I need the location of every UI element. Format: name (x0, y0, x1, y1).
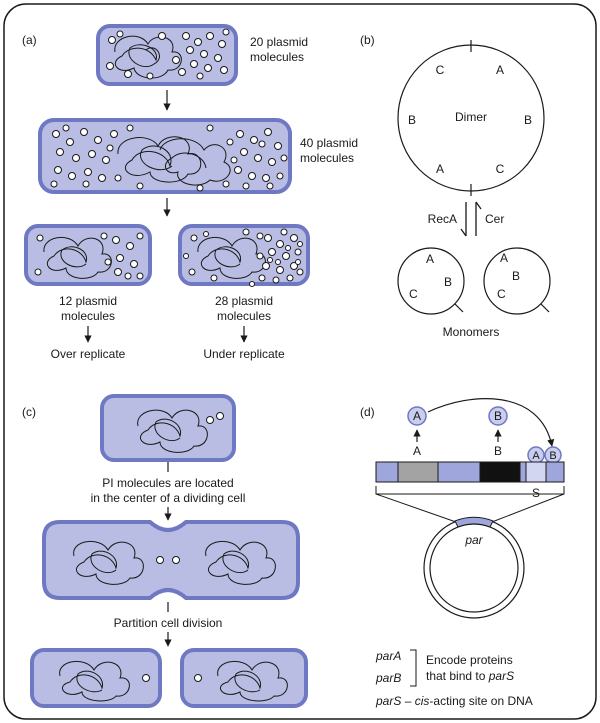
plasmids-left (34, 232, 144, 280)
gene-a-label: A (413, 444, 421, 458)
pars-legend: parS – cis-acting site on DNA (375, 694, 533, 708)
panel-c-label: (c) (22, 405, 36, 419)
dimer-site-c-top: C (436, 63, 445, 77)
par-segment (454, 516, 494, 528)
cell-c-top (100, 394, 236, 462)
c-note-line1: PI molecules are located (102, 476, 233, 490)
dividing-cell (42, 520, 300, 600)
par-a-legend: parA (375, 649, 401, 663)
monomer-right (483, 247, 551, 315)
legend-brace (410, 649, 417, 687)
monomer-right-tick (540, 303, 550, 313)
chromosome-middle (117, 136, 231, 186)
cell-top (96, 24, 238, 86)
monomer-right-c: C (497, 287, 506, 301)
chromosome-c-top (137, 409, 208, 453)
right-count-line1: 28 plasmid (215, 294, 273, 308)
par-region-bar (375, 461, 565, 483)
figure-frame (3, 3, 597, 720)
binding-arrow (427, 398, 555, 447)
chromosome-div-left (73, 541, 144, 585)
chromosome-div-right (205, 541, 276, 585)
equilibrium-arrows (460, 201, 482, 237)
c-partition: Partition cell division (114, 616, 223, 630)
dimer-label: Dimer (455, 110, 487, 124)
daughter-c-left (30, 648, 162, 708)
monomer-left-a: A (426, 252, 434, 266)
top-count-line1: 20 plasmid (250, 35, 308, 49)
monomer-left-c: C (409, 287, 418, 301)
site-s-label: S (532, 486, 540, 500)
plasmids-top (106, 28, 230, 80)
par-bracket (375, 486, 565, 495)
panel-b-label: (b) (360, 33, 375, 47)
cell-middle (38, 118, 292, 194)
protein-b-label: B (494, 409, 502, 423)
monomer-right-b: B (512, 269, 520, 283)
monomer-left (397, 247, 465, 315)
monomer-right-a: A (500, 251, 508, 265)
cer-label: Cer (485, 212, 504, 226)
dimer-site-a-top: A (496, 63, 504, 77)
panel-d-label: (d) (360, 405, 375, 419)
monomer-left-b: B (444, 275, 452, 289)
top-count-line2: molecules (250, 50, 304, 64)
monomer-left-tick (454, 303, 464, 313)
left-count-line2: molecules (61, 309, 115, 323)
dimer-site-c-bottom: C (496, 162, 505, 176)
left-count-line1: 12 plasmid (59, 294, 117, 308)
c-note-line2: in the center of a dividing cell (91, 491, 246, 505)
chromosome-left (43, 237, 112, 279)
panel-a-label: (a) (22, 33, 37, 47)
right-result: Under replicate (203, 347, 285, 361)
right-count-line2: molecules (217, 309, 271, 323)
dimer-site-b-right: B (524, 113, 532, 127)
reca-label: RecA (428, 212, 457, 226)
plasmids-right (183, 228, 304, 287)
protein-b-circle (488, 406, 508, 426)
encode-line2: that bind to parS (426, 669, 514, 683)
monomers-label: Monomers (443, 325, 500, 339)
zoom-line-left (375, 493, 457, 523)
dimer-site-b-left: B (408, 113, 416, 127)
dimer-site-a-bottom: A (436, 162, 444, 176)
zoom-line-right (491, 493, 565, 523)
left-result: Over replicate (51, 347, 126, 361)
mid-count-line1: 40 plasmid (300, 136, 358, 150)
par-label: par (464, 533, 483, 547)
encode-line1: Encode proteins (426, 653, 513, 667)
protein-a-label: A (413, 409, 421, 423)
bound-protein-b-label: B (549, 450, 556, 462)
par-b-legend: parB (375, 671, 401, 685)
cell-right-daughter (178, 224, 310, 287)
mid-count-line2: molecules (300, 151, 354, 165)
cell-left-daughter (24, 224, 152, 286)
daughter-c-right (180, 648, 308, 708)
bound-protein-a-label: A (532, 450, 540, 462)
gene-b-label: B (494, 444, 502, 458)
protein-a-circle (407, 406, 427, 426)
plasmids-middle (50, 124, 288, 192)
chromosome-right (197, 237, 266, 279)
